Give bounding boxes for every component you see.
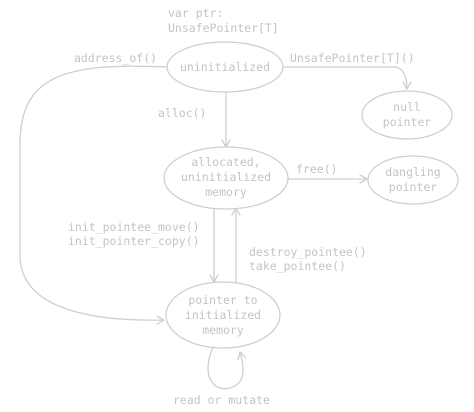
node-label-initialized-line-1: pointer to xyxy=(188,293,257,307)
node-uninitialized: uninitialized xyxy=(166,41,284,93)
edge-unsafe-pointer-init xyxy=(282,66,412,90)
node-null-pointer: null pointer xyxy=(361,90,453,140)
node-label-initialized-line-2: initialized xyxy=(185,308,261,322)
header-line-2: UnsafePointer[T] xyxy=(168,21,279,35)
node-label-null-line-2: pointer xyxy=(383,115,432,129)
edge-label-init-move: init_pointee_move() xyxy=(68,220,200,234)
edge-label-read-mutate: read or mutate xyxy=(173,393,270,407)
node-dangling-pointer: dangling pointer xyxy=(367,155,459,205)
edge-address-of xyxy=(19,65,168,325)
edge-label-unsafe-pointer-init: UnsafePointer[T]() xyxy=(290,51,415,65)
node-label-allocated-line-2: uninitialized xyxy=(181,170,271,184)
node-label-uninitialized: uninitialized xyxy=(180,60,270,74)
edge-label-init-copy: init_pointer_copy() xyxy=(68,234,200,248)
node-label-allocated-line-3: memory xyxy=(205,185,247,199)
node-allocated-uninitialized: allocated, uninitialized memory xyxy=(163,146,289,210)
node-label-allocated-line-1: allocated, xyxy=(191,155,260,169)
node-initialized: pointer to initialized memory xyxy=(165,281,281,349)
edge-read-mutate xyxy=(207,346,247,390)
header-line-1: var ptr: xyxy=(168,6,223,20)
edge-label-address-of: address_of() xyxy=(74,51,157,65)
node-label-null-line-1: null xyxy=(393,100,421,114)
edge-label-take: take_pointee() xyxy=(249,259,346,273)
edge-label-alloc: alloc() xyxy=(158,106,206,120)
node-label-dangling-line-2: pointer xyxy=(389,180,438,194)
edge-label-free: free() xyxy=(296,162,338,176)
edge-label-destroy: destroy_pointee() xyxy=(249,245,367,259)
node-label-dangling-line-1: dangling xyxy=(385,165,440,179)
node-label-initialized-line-3: memory xyxy=(202,323,244,337)
